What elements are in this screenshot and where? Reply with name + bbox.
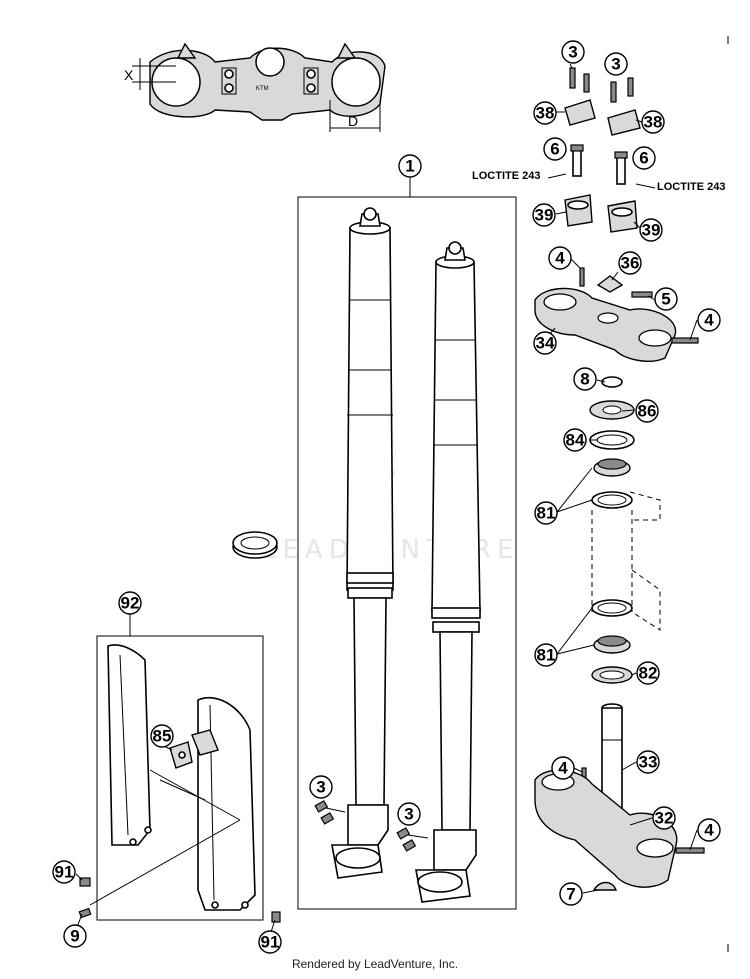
callout-label: 6 bbox=[639, 149, 648, 168]
callout-8[interactable]: 8 bbox=[573, 367, 597, 391]
callout-39[interactable]: 39 bbox=[532, 203, 556, 227]
lower-bearings bbox=[591, 599, 633, 684]
screws-protector bbox=[78, 877, 281, 923]
fork-leg-left bbox=[331, 207, 394, 879]
callout-label: 3 bbox=[568, 43, 577, 62]
callout-6[interactable]: 6 bbox=[632, 146, 656, 170]
callout-label: 39 bbox=[642, 221, 661, 240]
callout-label: 9 bbox=[70, 927, 79, 946]
callout-label: 91 bbox=[261, 933, 280, 952]
callout-label: 92 bbox=[121, 594, 140, 613]
seal-ring bbox=[232, 531, 278, 559]
fork-leg-right bbox=[415, 241, 481, 903]
callout-4[interactable]: 4 bbox=[548, 246, 572, 270]
callout-3[interactable]: 3 bbox=[397, 802, 421, 826]
callout-3[interactable]: 3 bbox=[561, 40, 585, 64]
callout-label: 38 bbox=[644, 113, 663, 132]
callout-label: 38 bbox=[536, 104, 555, 123]
callout-9[interactable]: 9 bbox=[63, 924, 87, 948]
callout-label: 4 bbox=[704, 821, 714, 840]
callout-label: 32 bbox=[655, 809, 674, 828]
loctite-note-right: LOCTITE 243 bbox=[657, 181, 725, 193]
callout-91[interactable]: 91 bbox=[52, 860, 76, 884]
dimension-x-label: X bbox=[124, 67, 134, 83]
handlebar-clamp-upper bbox=[564, 99, 641, 136]
callout-label: 8 bbox=[580, 370, 589, 389]
callout-81[interactable]: 81 bbox=[534, 501, 558, 525]
callout-39[interactable]: 39 bbox=[639, 218, 663, 242]
callout-label: 4 bbox=[558, 759, 568, 778]
callout-4[interactable]: 4 bbox=[697, 308, 721, 332]
callout-36[interactable]: 36 bbox=[618, 251, 642, 275]
callout-label: 81 bbox=[537, 646, 556, 665]
callout-4[interactable]: 4 bbox=[551, 756, 575, 780]
callout-label: 33 bbox=[639, 753, 658, 772]
callout-1[interactable]: 1 bbox=[398, 154, 422, 178]
upper-triple-clamp bbox=[534, 267, 699, 362]
callout-label: 5 bbox=[661, 290, 670, 309]
callout-82[interactable]: 82 bbox=[636, 661, 660, 685]
fork-assembly-frame bbox=[297, 196, 517, 910]
fork-protector-left bbox=[107, 644, 152, 846]
callout-label: 82 bbox=[639, 664, 658, 683]
handlebar-clamp-lower bbox=[564, 194, 638, 233]
callout-label: 84 bbox=[566, 431, 585, 450]
callout-label: 34 bbox=[536, 334, 555, 353]
frame-head-tube-outline bbox=[591, 491, 661, 631]
callout-38[interactable]: 38 bbox=[641, 110, 665, 134]
callout-label: 4 bbox=[704, 311, 714, 330]
callout-91[interactable]: 91 bbox=[258, 930, 282, 954]
callout-7[interactable]: 7 bbox=[559, 882, 583, 906]
callout-label: 81 bbox=[537, 504, 556, 523]
callout-33[interactable]: 33 bbox=[636, 750, 660, 774]
callout-label: 39 bbox=[535, 206, 554, 225]
callout-6[interactable]: 6 bbox=[543, 137, 567, 161]
callout-86[interactable]: 86 bbox=[635, 399, 659, 423]
screws-fork-bottom bbox=[314, 800, 429, 852]
callout-3[interactable]: 3 bbox=[309, 775, 333, 799]
callout-label: 1 bbox=[405, 157, 414, 176]
callout-4[interactable]: 4 bbox=[697, 818, 721, 842]
triple-clamp-dimension-sketch: KTM X D bbox=[124, 42, 386, 132]
callout-92[interactable]: 92 bbox=[118, 591, 142, 615]
loctite-note-left: LOCTITE 243 bbox=[472, 170, 540, 182]
callout-5[interactable]: 5 bbox=[654, 287, 678, 311]
callout-label: 7 bbox=[566, 885, 575, 904]
callout-81[interactable]: 81 bbox=[534, 643, 558, 667]
callout-label: 3 bbox=[404, 805, 413, 824]
fork-protector-frame bbox=[96, 635, 264, 921]
callout-3[interactable]: 3 bbox=[604, 52, 628, 76]
dimension-d-label: D bbox=[348, 113, 358, 129]
fork-protector-right bbox=[197, 696, 256, 911]
callout-label: 4 bbox=[555, 249, 565, 268]
steering-bearings bbox=[589, 376, 635, 509]
callout-84[interactable]: 84 bbox=[563, 428, 587, 452]
callout-32[interactable]: 32 bbox=[652, 806, 676, 830]
steering-stem-lower-clamp bbox=[534, 703, 705, 891]
callout-34[interactable]: 34 bbox=[533, 331, 557, 355]
svg-text:KTM: KTM bbox=[256, 86, 269, 92]
bolts-6 bbox=[570, 144, 628, 185]
callout-label: 86 bbox=[638, 402, 657, 421]
callout-38[interactable]: 38 bbox=[533, 101, 557, 125]
cable-guide bbox=[169, 729, 219, 769]
credit-footer: Rendered by LeadVenture, Inc. bbox=[291, 957, 459, 971]
callout-label: 36 bbox=[621, 254, 640, 273]
callout-label: 91 bbox=[55, 863, 74, 882]
callout-label: 3 bbox=[316, 778, 325, 797]
callout-85[interactable]: 85 bbox=[150, 724, 174, 748]
callout-label: 3 bbox=[611, 55, 620, 74]
callout-label: 85 bbox=[153, 727, 172, 746]
screws-3-top bbox=[569, 67, 634, 103]
callout-label: 6 bbox=[550, 140, 559, 159]
